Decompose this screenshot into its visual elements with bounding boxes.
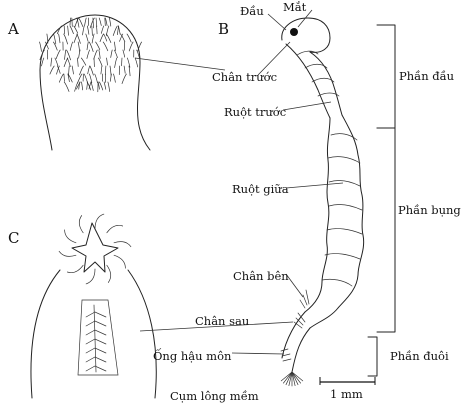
label-chan-sau: Chân sau xyxy=(195,314,249,328)
label-ruot-truoc: Ruột trước xyxy=(224,105,286,119)
label-ruot-giua: Ruột giữa xyxy=(232,182,289,196)
label-cum-long-mem: Cụm lông mềm xyxy=(170,389,259,403)
panel-label-a: A xyxy=(7,20,19,38)
region-phan-duoi: Phần đuôi xyxy=(390,349,449,363)
panel-b-larva-body xyxy=(281,18,364,386)
region-phan-bung: Phần bụng xyxy=(398,203,461,217)
region-phan-dau: Phần đầu xyxy=(399,69,454,83)
label-chan-ben: Chân bên xyxy=(233,269,289,283)
panel-c-proleg-illustration xyxy=(31,214,156,398)
panel-a-proleg-illustration xyxy=(40,15,151,150)
scale-bar-label: 1 mm xyxy=(330,387,363,401)
label-ong-hau-mon: Ống hậu môn xyxy=(153,348,232,363)
label-mat: Mắt xyxy=(283,0,307,14)
panel-label-c: C xyxy=(8,229,19,247)
scale-bar xyxy=(320,377,375,385)
label-chan-truoc: Chân trước xyxy=(212,70,277,84)
panel-label-b: B xyxy=(218,20,229,38)
region-brackets xyxy=(368,25,395,376)
label-dau: Đầu xyxy=(240,4,264,18)
larva-eye xyxy=(290,28,298,36)
